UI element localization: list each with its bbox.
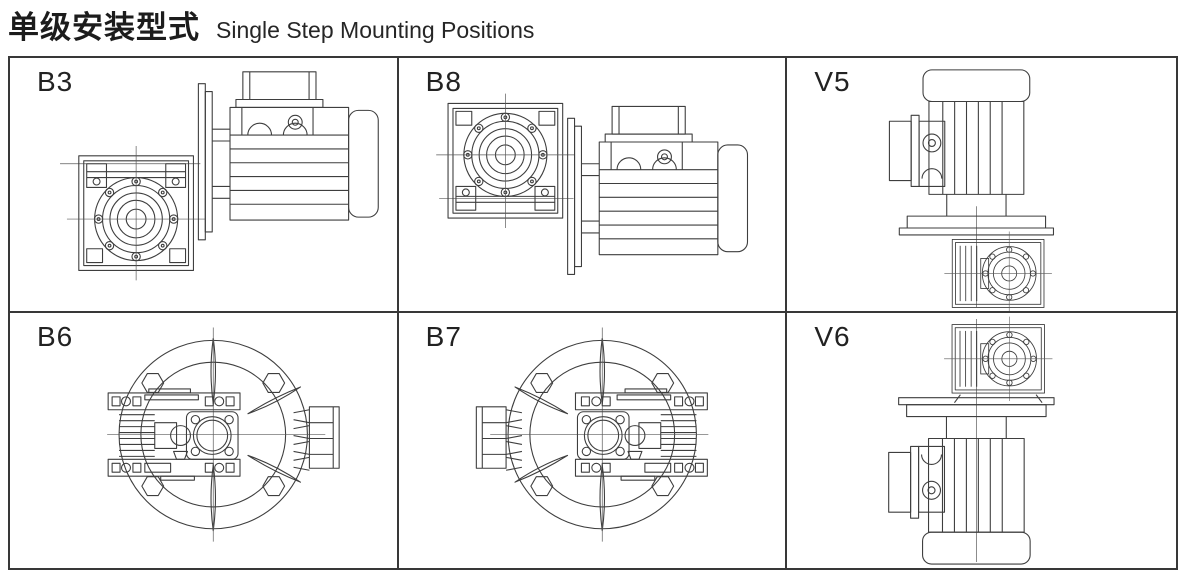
- gearmotor-top-view-mirrored: [475, 326, 709, 543]
- gearbox-front-view: [66, 145, 206, 281]
- v5-mounting-diagram: [889, 69, 1055, 311]
- panel-v5: V5: [787, 58, 1176, 313]
- b3-mounting-diagram: [60, 71, 379, 281]
- v6-mounting-diagram: [888, 316, 1055, 565]
- panel-b6: B6: [10, 313, 399, 568]
- gearbox-front-view-small: [943, 316, 1054, 402]
- page-title: 单级安装型式 Single Step Mounting Positions: [8, 2, 534, 47]
- gearbox-front-view-inverted: [435, 93, 575, 229]
- panel-b3: B3: [10, 58, 399, 313]
- panel-b7: B7: [399, 313, 788, 568]
- panel-label-b8: B8: [425, 66, 462, 97]
- gearmotor-top-view: [106, 326, 340, 543]
- panel-label-b3: B3: [37, 66, 74, 97]
- panel-v6: V6: [787, 313, 1176, 568]
- motor-top-view-vertical-inverted: [888, 397, 1055, 565]
- motor-side-view: [566, 105, 748, 275]
- page-title-english: Single Step Mounting Positions: [216, 17, 535, 43]
- gearbox-front-view-small: [944, 231, 1053, 311]
- b8-mounting-diagram: [435, 93, 748, 275]
- motor-top-view-vertical: [889, 69, 1055, 236]
- panel-label-v6: V6: [814, 321, 851, 352]
- panel-label-b7: B7: [425, 321, 462, 352]
- panel-label-b6: B6: [37, 321, 74, 352]
- mounting-positions-grid: B3 B8 V5 B6: [8, 56, 1178, 570]
- motor-side-view: [197, 71, 379, 241]
- page-title-chinese: 单级安装型式: [8, 10, 200, 45]
- panel-b8: B8: [398, 58, 788, 313]
- panel-label-v5: V5: [814, 66, 851, 97]
